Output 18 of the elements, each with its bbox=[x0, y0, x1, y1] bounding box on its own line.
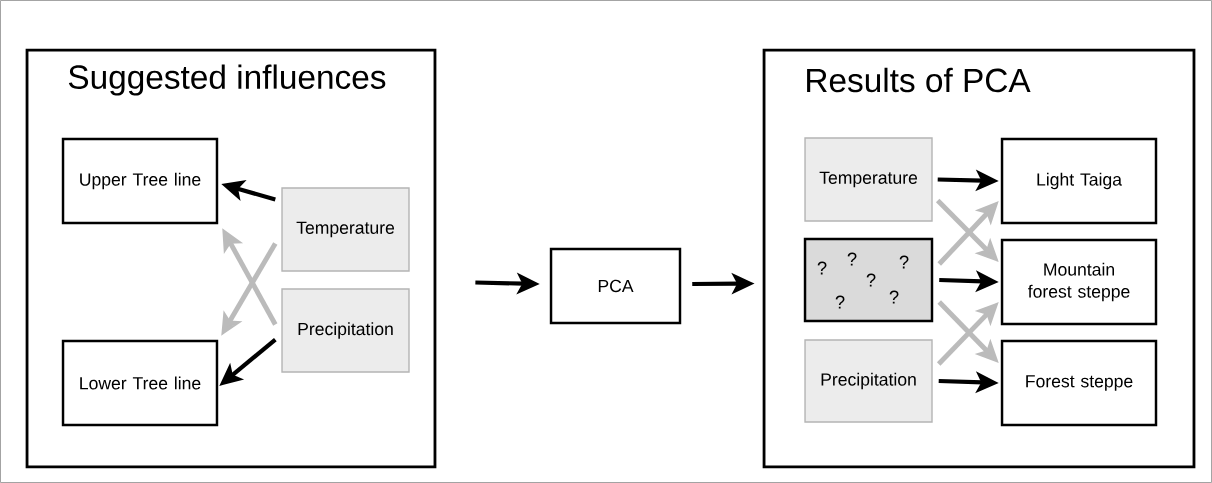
zone-box: Light Taiga bbox=[1000, 137, 1158, 225]
panel-title: Suggested influences bbox=[68, 64, 386, 96]
factor-box: Temperature bbox=[804, 137, 933, 222]
zone-box: Upper Tree line bbox=[61, 137, 219, 225]
factor-box: Temperature bbox=[281, 187, 410, 272]
factor-box: Precipitation bbox=[804, 339, 933, 423]
question-mark: ? bbox=[817, 261, 827, 275]
question-mark: ? bbox=[847, 252, 857, 266]
question-mark: ? bbox=[889, 290, 899, 304]
zone-box: Mountain forest steppe bbox=[1000, 238, 1158, 326]
factor-box: Precipitation bbox=[281, 288, 410, 373]
zone-box: Lower Tree line bbox=[61, 339, 219, 427]
panel-title: Results of PCA bbox=[807, 67, 1031, 93]
method-box: PCA bbox=[549, 247, 682, 325]
question-mark: ? bbox=[899, 255, 909, 269]
zone-box: Forest steppe bbox=[1000, 339, 1158, 427]
question-mark: ? bbox=[866, 273, 876, 287]
question-mark: ? bbox=[835, 295, 845, 309]
